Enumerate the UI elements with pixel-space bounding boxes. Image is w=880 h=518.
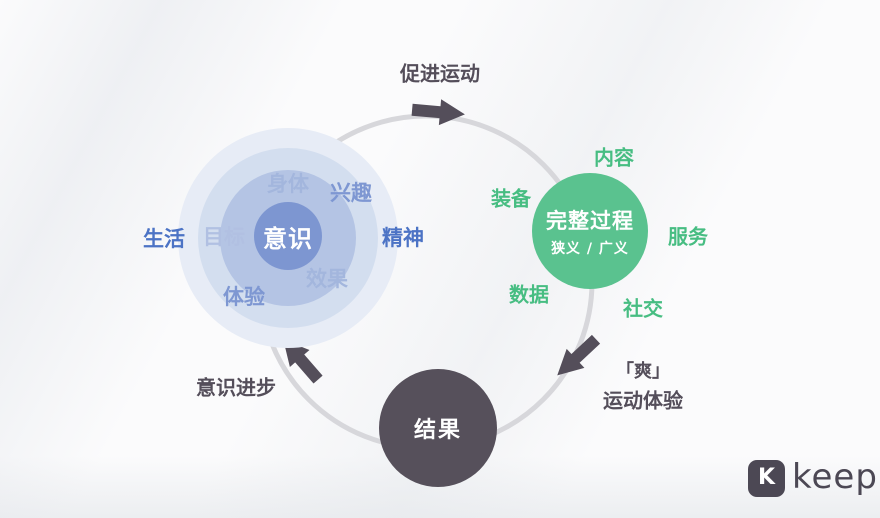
- flow-label-shuang: 「爽」: [616, 361, 670, 382]
- process-label: 完整过程: [546, 208, 634, 233]
- satellite-data: 数据: [509, 282, 549, 307]
- satellite-social: 社交: [623, 296, 663, 321]
- satellite-interest: 兴趣: [330, 181, 372, 205]
- arrow-top-icon: [411, 99, 465, 126]
- satellite-spirit: 精神: [382, 226, 424, 250]
- satellite-gear: 装备: [491, 186, 531, 211]
- satellite-service: 服务: [668, 224, 708, 249]
- satellite-body: 身体: [267, 172, 309, 196]
- result-node: 结果: [379, 369, 497, 487]
- awareness-label: 意识: [263, 224, 313, 253]
- satellite-experience: 体验: [223, 285, 265, 309]
- process-sublabel: 狭义 / 广义: [551, 240, 629, 257]
- keep-logo-mark-icon: K: [748, 460, 785, 497]
- arrow-right-down-icon: [557, 334, 601, 376]
- keep-wordmark: keep: [792, 456, 878, 497]
- arrow-bottom-left-icon: [283, 339, 323, 384]
- process-node: 完整过程 狭义 / 广义: [532, 173, 648, 289]
- keep-logo: K keep: [748, 460, 878, 497]
- satellite-life: 生活: [143, 227, 185, 251]
- satellite-content: 内容: [594, 145, 634, 170]
- satellite-goal: 目标: [203, 225, 245, 249]
- flow-label-awareness-progress: 意识进步: [196, 375, 276, 400]
- awareness-node: 意识: [254, 202, 322, 270]
- flow-label-promote-exercise: 促进运动: [400, 61, 480, 86]
- result-label: 结果: [413, 418, 462, 443]
- keep-monogram: K: [757, 465, 776, 490]
- satellite-effect: 效果: [306, 267, 348, 291]
- flow-label-sport-experience: 运动体验: [603, 388, 683, 413]
